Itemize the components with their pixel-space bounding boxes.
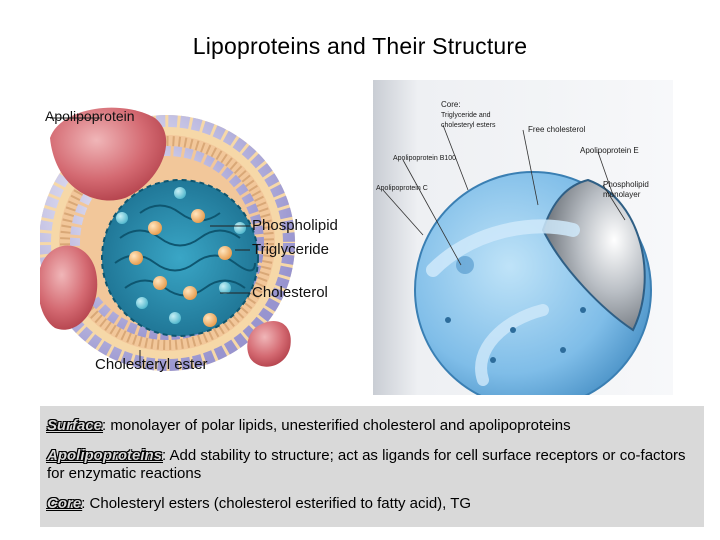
description-surface: Surface: monolayer of polar lipids, unes… <box>47 417 704 435</box>
lipoprotein-cross-section-diagram: Apolipoprotein Phospholipid Triglyceride… <box>40 88 375 388</box>
apolipoprotein-blobs <box>40 107 291 367</box>
text-apolipoproteins: : Add stability to structure; act as lig… <box>47 447 686 482</box>
label-apo-b100: Apolipoprotein B100 <box>393 155 456 162</box>
text-core: : Cholesteryl esters (cholesterol esteri… <box>81 495 472 512</box>
label-cholesteryl-ester: Cholesteryl ester <box>95 356 208 373</box>
label-core-cholesteryl-esters: cholesteryl esters <box>441 122 496 129</box>
term-surface: Surface <box>47 417 103 434</box>
text-surface: : monolayer of polar lipids, unesterifie… <box>102 417 571 434</box>
particle-svg: Core: Triglyceride and cholesteryl ester… <box>373 80 673 395</box>
description-core: Core: Cholesteryl esters (cholesterol es… <box>47 495 704 513</box>
label-phospholipid-monolayer-1: Phospholipid <box>603 180 649 189</box>
label-apolipoprotein: Apolipoprotein <box>45 108 135 124</box>
leader-lines <box>50 117 250 365</box>
label-core-triglyceride: Triglyceride and <box>441 112 491 119</box>
ldl-particle-illustration: Core: Triglyceride and cholesteryl ester… <box>373 80 673 395</box>
label-phospholipid: Phospholipid <box>252 217 338 234</box>
label-core: Core: <box>441 100 461 109</box>
description-box: Surface: monolayer of polar lipids, unes… <box>40 406 704 527</box>
slide-title: Lipoproteins and Their Structure <box>192 33 528 59</box>
label-apo-c: Apolipoprotein C <box>376 185 428 192</box>
label-apo-e: Apolipoprotein E <box>580 146 639 155</box>
cross-section-svg: Apolipoprotein Phospholipid Triglyceride… <box>40 107 338 373</box>
label-triglyceride: Triglyceride <box>252 241 329 258</box>
term-core: Core <box>47 495 82 512</box>
cholesterol-beads <box>116 187 246 327</box>
label-free-cholesterol: Free cholesterol <box>528 125 586 134</box>
label-cholesterol: Cholesterol <box>252 284 328 301</box>
particle-leader-lines <box>382 124 626 266</box>
term-apolipoproteins: Apolipoproteins <box>47 447 162 464</box>
lipid-core <box>101 179 259 337</box>
description-apolipoproteins: Apolipoproteins: Add stability to struct… <box>47 447 704 483</box>
ldl-sphere <box>414 171 652 395</box>
label-phospholipid-monolayer-2: monolayer <box>603 190 641 199</box>
